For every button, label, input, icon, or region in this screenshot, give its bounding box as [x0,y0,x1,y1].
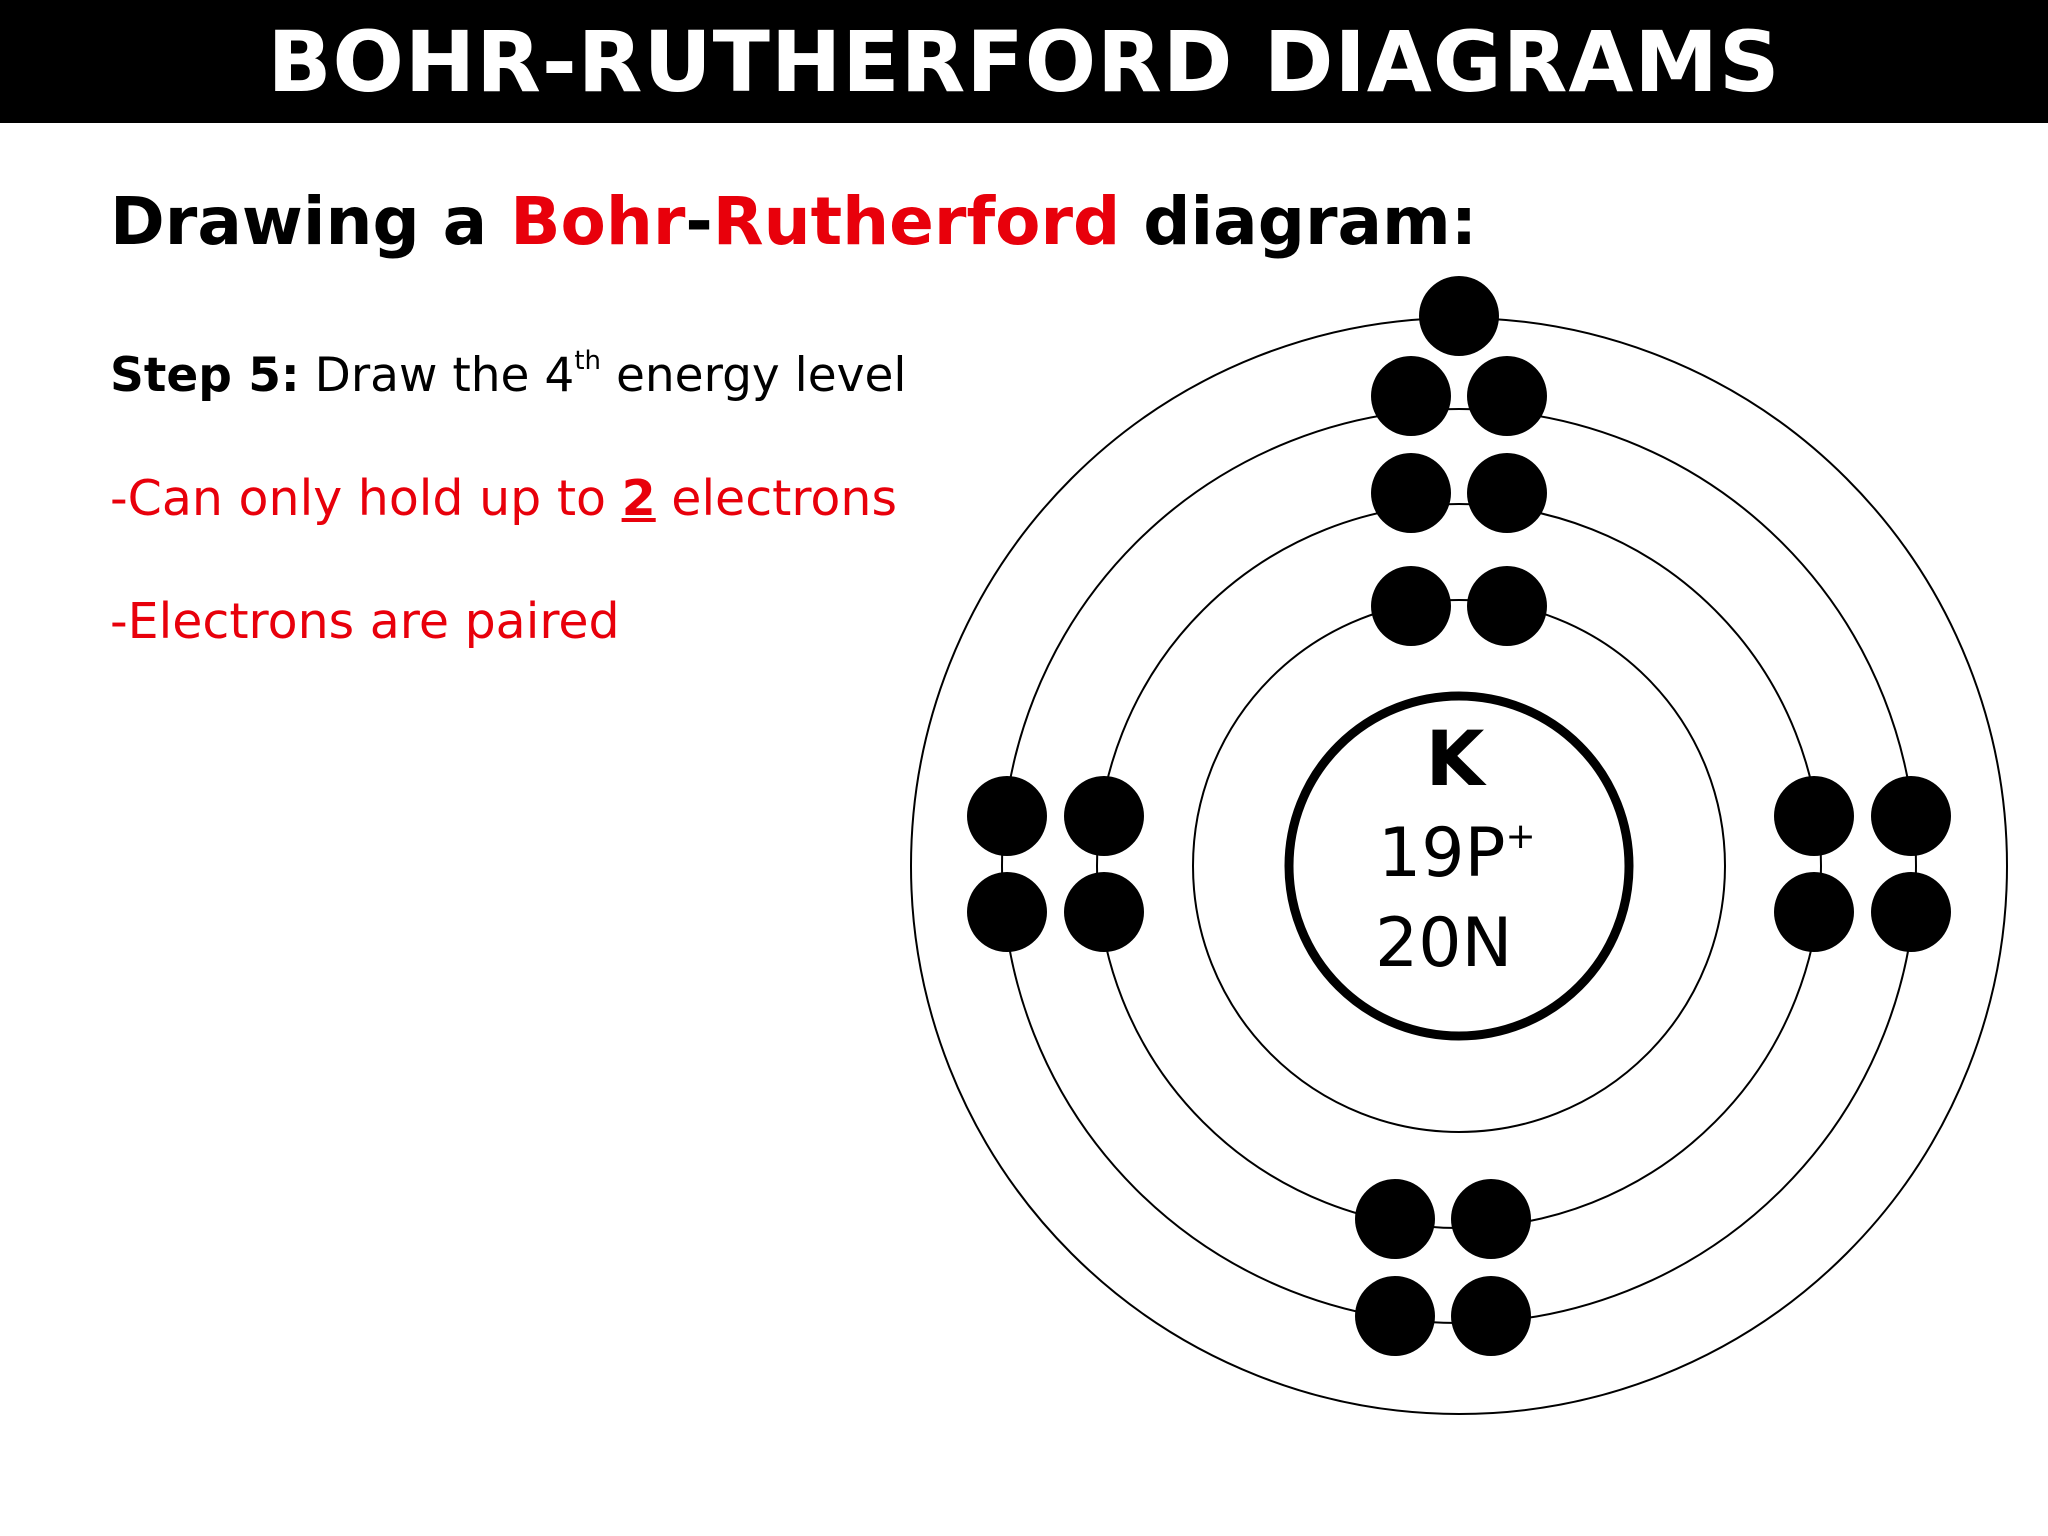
electron [1467,356,1547,436]
section-heading: Drawing a Bohr-Rutherford diagram: [110,183,1478,260]
electron [1871,872,1951,952]
protons-count: 19P [1378,814,1506,893]
electron [1419,276,1499,356]
heading-word-bohr: Bohr [510,183,686,260]
nucleus-circle [1284,691,1634,1041]
heading-prefix: Drawing a [110,183,511,260]
title-banner: BOHR-RUTHERFORD DIAGRAMS [0,0,2048,123]
step-instruction: Step 5: Draw the 4th energy level [110,348,906,403]
electron [967,776,1047,856]
electron [1355,1179,1435,1259]
step-label: Step 5: [110,348,300,403]
step-text-before: Draw the 4 [299,348,575,403]
energy-level-1-ring [1192,599,1726,1133]
heading-word-rutherford: Rutherford [712,183,1121,260]
bullet-capacity-number: 2 [621,470,656,527]
electron [967,872,1047,952]
electron [1371,356,1451,436]
protons-label: 19P+ [1378,814,1536,893]
electron [1371,453,1451,533]
electron [1371,566,1451,646]
bullet-capacity-before: -Can only hold up to [110,470,622,527]
page-title: BOHR-RUTHERFORD DIAGRAMS [267,12,1781,111]
step-text-after: energy level [601,348,907,403]
electron [1774,872,1854,952]
electron [1451,1276,1531,1356]
electron [1064,872,1144,952]
heading-suffix: diagram: [1120,183,1478,260]
bullet-paired: -Electrons are paired [110,593,620,650]
electron [1467,453,1547,533]
bullet-capacity: -Can only hold up to 2 electrons [110,470,897,527]
electron [1774,776,1854,856]
heading-dash: - [685,183,713,260]
electron [1355,1276,1435,1356]
electron [1871,776,1951,856]
protons-charge: + [1506,816,1536,857]
step-superscript: th [574,346,602,376]
neutrons-label: 20N [1375,904,1512,983]
electron [1064,776,1144,856]
electron [1467,566,1547,646]
electron [1451,1179,1531,1259]
bullet-capacity-after: electrons [655,470,897,527]
element-symbol: K [1426,714,1488,803]
